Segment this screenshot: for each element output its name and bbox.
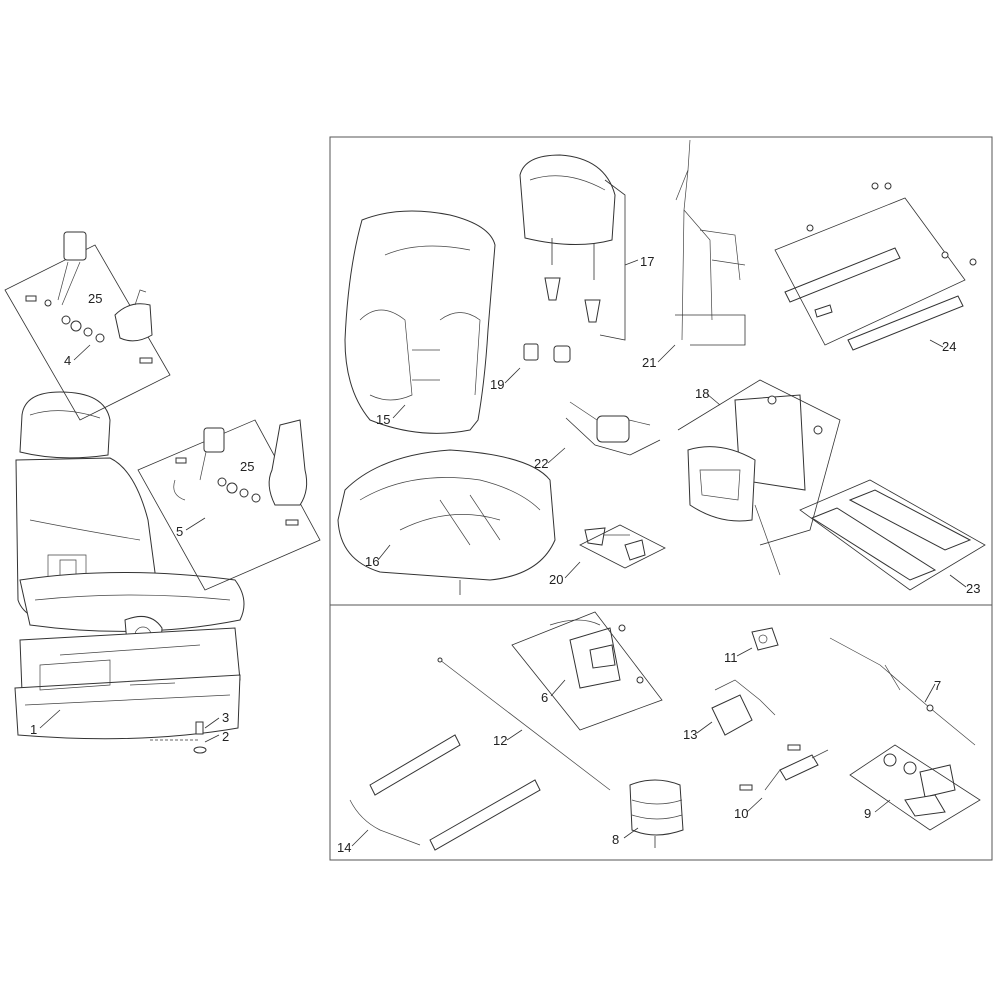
callout-15: 15	[376, 412, 390, 427]
seat-cushion	[337, 449, 556, 595]
callout-11: 11	[724, 650, 738, 665]
callout-3: 3	[222, 710, 229, 725]
callout-25-upper: 25	[88, 291, 102, 306]
belt-kit-upper	[4, 231, 171, 421]
lumbar-pump	[565, 401, 661, 456]
air-spring	[629, 779, 684, 848]
callout-7: 7	[934, 678, 941, 693]
callout-24: 24	[942, 339, 956, 354]
callout-18: 18	[695, 386, 709, 401]
callout-13: 13	[683, 727, 697, 742]
callout-6: 6	[541, 690, 548, 705]
knob	[751, 627, 779, 651]
lumbar-switches	[523, 343, 571, 363]
wiring-harness	[675, 139, 746, 346]
callout-21: 21	[642, 355, 656, 370]
callout-labels: 1 2 3 4 5 25 25 15 16 17 19 21 22 24 18 …	[30, 254, 980, 855]
bolt-washer	[150, 721, 207, 754]
callout-19: 19	[490, 377, 504, 392]
callout-23: 23	[966, 581, 980, 596]
callout-16: 16	[365, 554, 379, 569]
callout-5: 5	[176, 524, 183, 539]
callout-9: 9	[864, 806, 871, 821]
cable	[829, 637, 976, 746]
callout-2: 2	[222, 729, 229, 744]
seat-assembly	[14, 391, 245, 740]
callout-20: 20	[549, 572, 563, 587]
belt-kit-lower	[137, 419, 321, 591]
backrest-cushion	[344, 210, 496, 434]
mounting-plates	[799, 479, 986, 591]
callout-8: 8	[612, 832, 619, 847]
callout-25-lower: 25	[240, 459, 254, 474]
lever-mechanism	[711, 679, 776, 736]
callout-12: 12	[493, 733, 507, 748]
motor-kit	[849, 744, 981, 831]
damper	[739, 744, 829, 791]
callout-1: 1	[30, 722, 37, 737]
slide-rail-set	[349, 734, 541, 851]
headrest-part	[519, 154, 626, 341]
callout-17: 17	[640, 254, 654, 269]
backplate	[677, 379, 841, 576]
callout-22: 22	[534, 456, 548, 471]
control-lever	[579, 524, 666, 569]
rod	[437, 657, 611, 791]
suspension-valve	[511, 611, 663, 731]
callout-4: 4	[64, 353, 71, 368]
lower-parts-frame	[329, 604, 993, 861]
slide-rails	[774, 182, 977, 351]
callout-14: 14	[337, 840, 351, 855]
callout-10: 10	[734, 806, 748, 821]
leader-lines	[39, 259, 967, 847]
